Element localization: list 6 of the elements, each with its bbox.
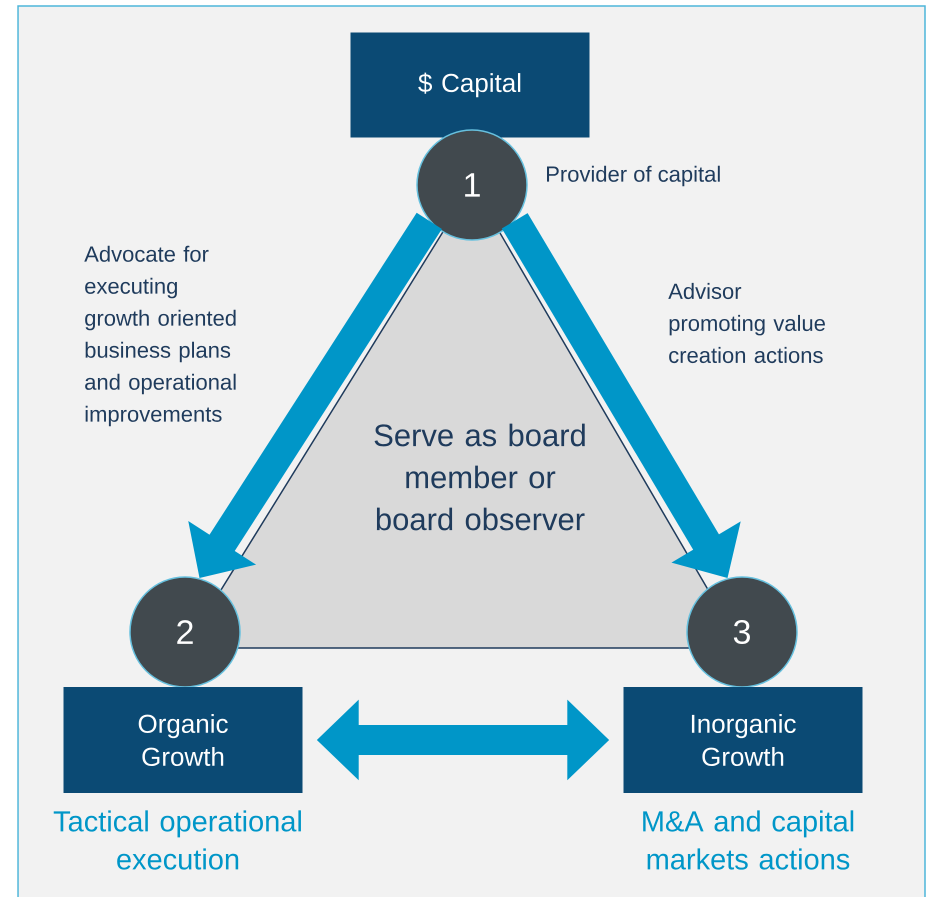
label-box: $ Capital [350, 32, 590, 138]
label-box: Organic Growth [64, 686, 302, 793]
node-label: Tactical operational execution [54, 810, 301, 870]
node-label: M&A and capital markets actions [643, 810, 854, 870]
label-box: Inorganic Growth [624, 686, 862, 793]
note-text: Provider of capital [547, 166, 720, 186]
